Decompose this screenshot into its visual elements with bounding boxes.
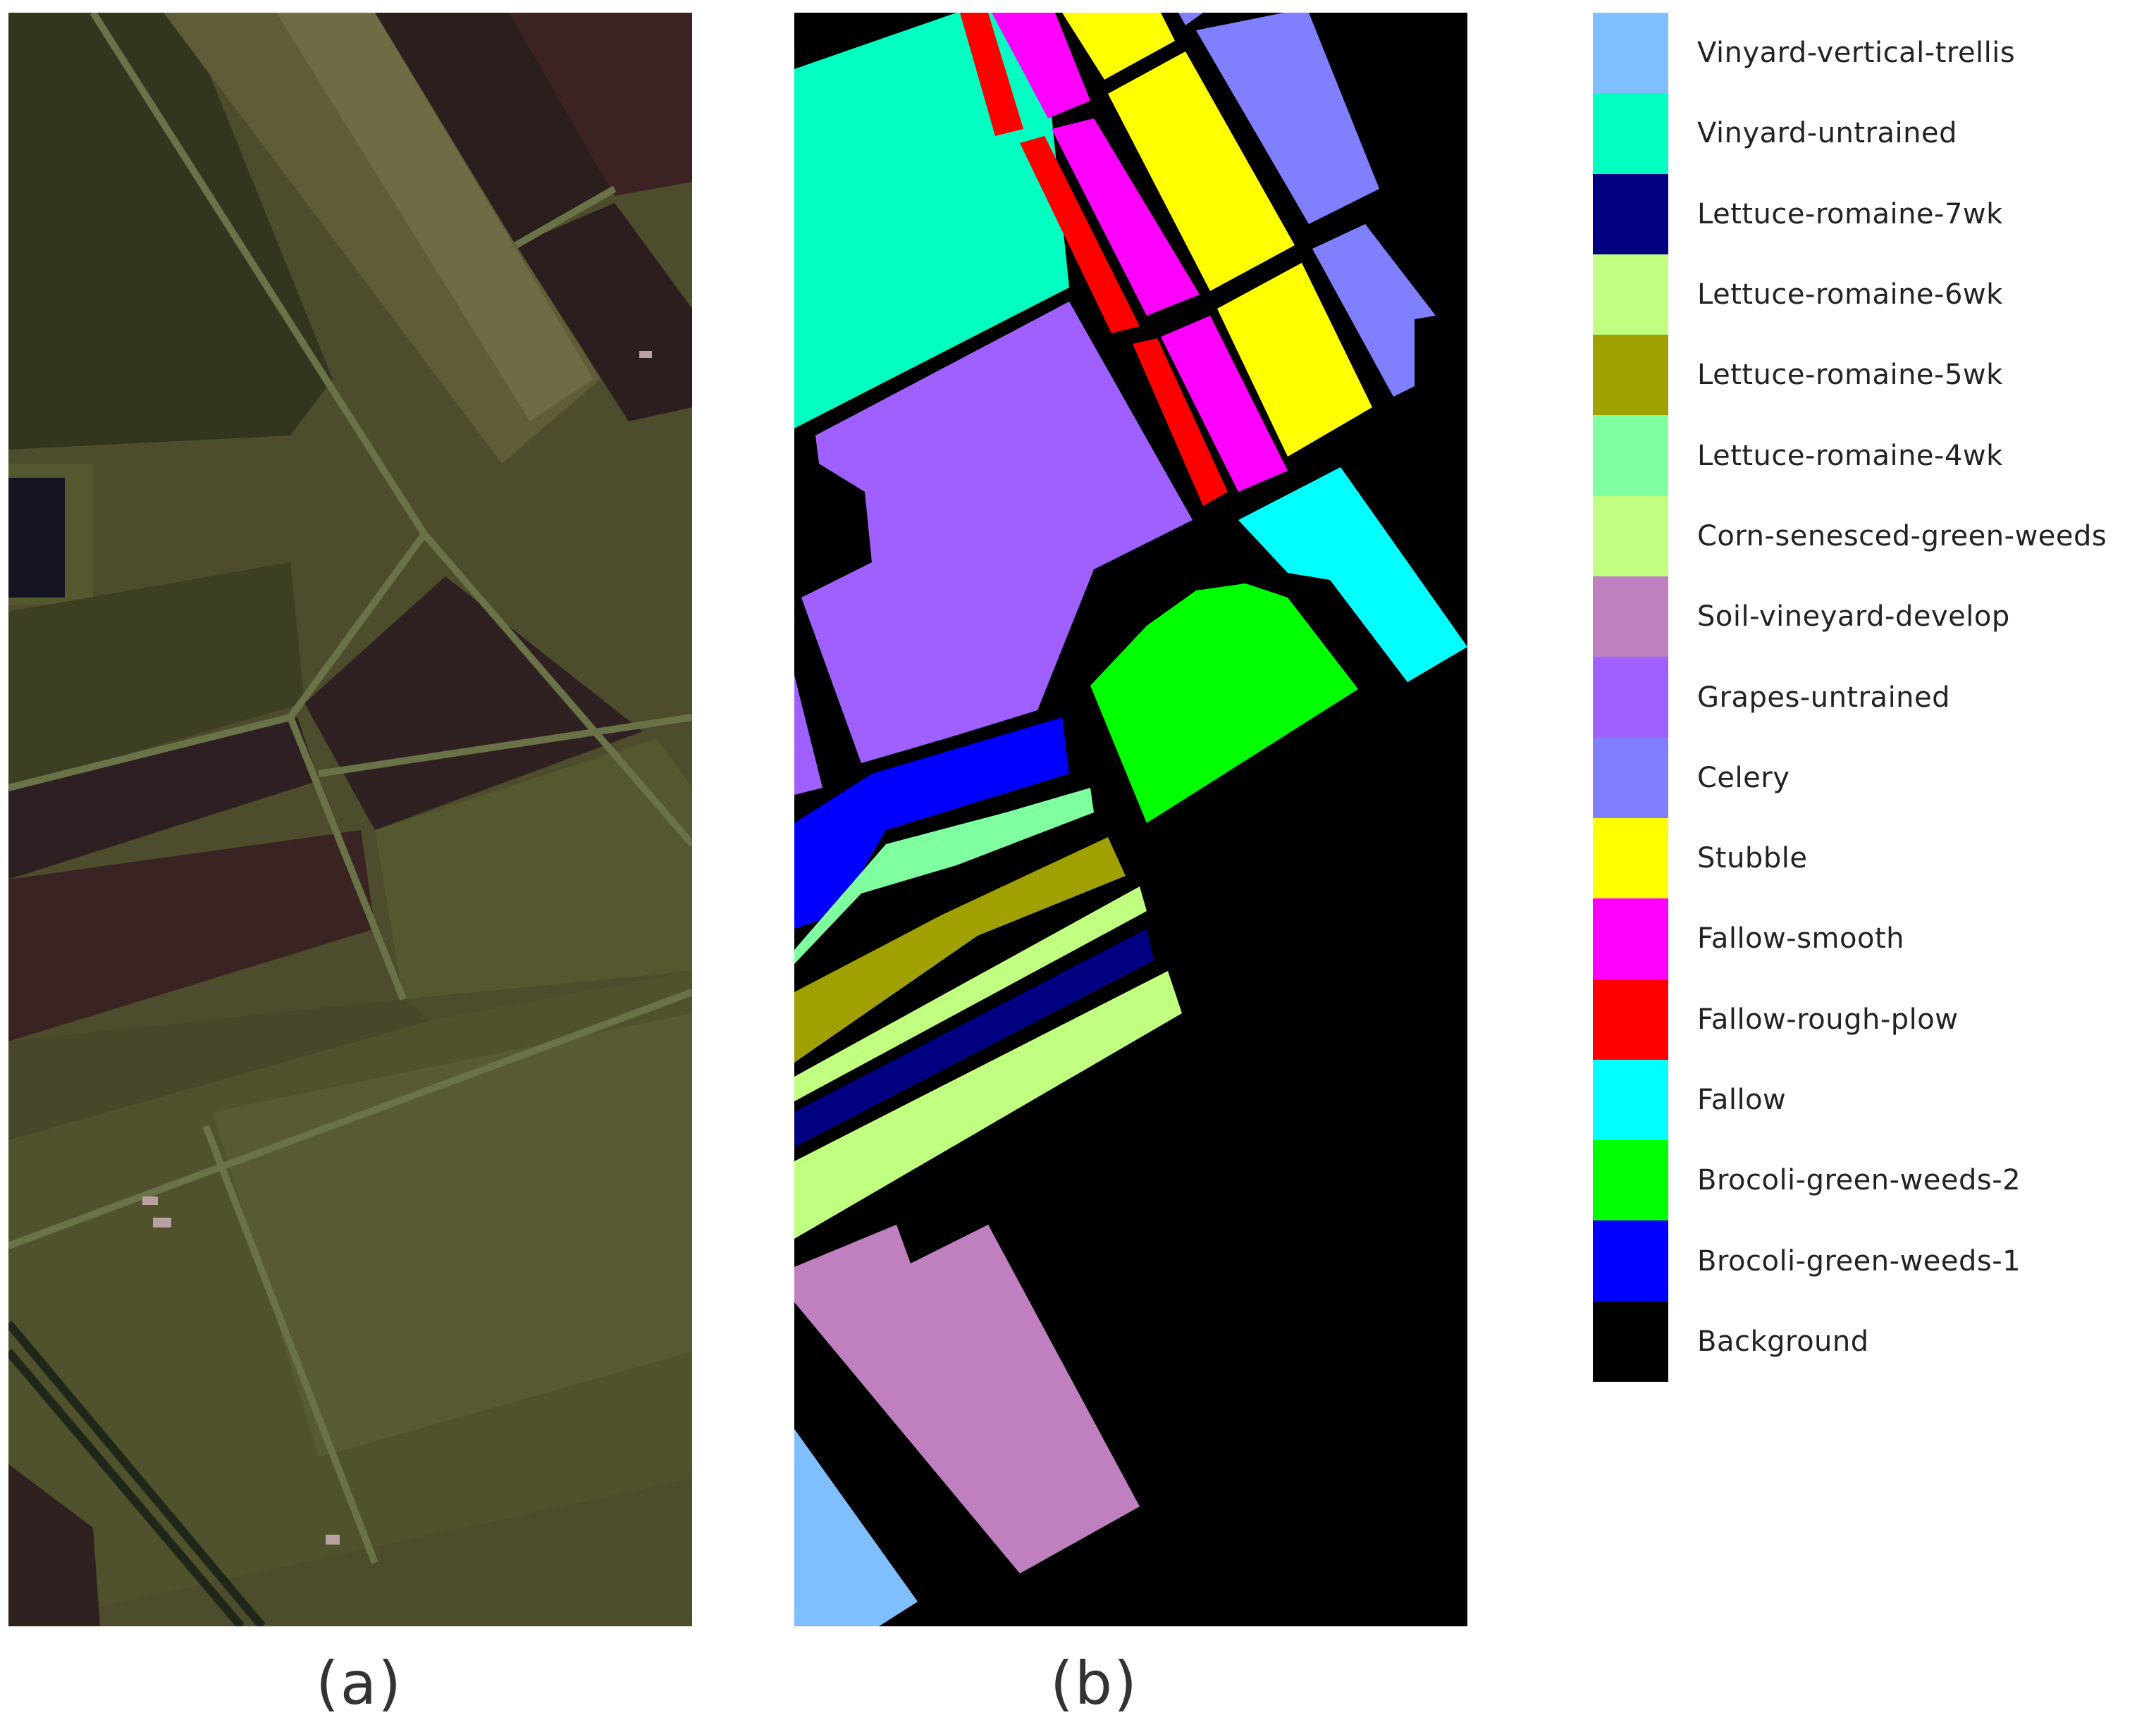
- legend-label: Fallow: [1697, 1084, 1787, 1116]
- legend-label: Lettuce-romaine-7wk: [1697, 197, 2003, 230]
- class-region-stubble: [1217, 263, 1372, 457]
- legend-label: Soil-vineyard-develop: [1697, 600, 2010, 633]
- ground-truth-map-panel: [794, 13, 1467, 1626]
- legend-label: Vinyard-untrained: [1697, 117, 1958, 150]
- aerial-roads: [8, 13, 692, 1564]
- class-region-lettuce-romaine-7wk: [794, 929, 1154, 1147]
- legend-label: Corn-senesced-green-weeds: [1697, 519, 2107, 552]
- aerial-field: [304, 576, 643, 830]
- aerial-field: [8, 717, 319, 879]
- legend-swatch: [1593, 817, 1668, 899]
- legend-swatch: [1593, 657, 1668, 738]
- class-region-fallow-rough-plow: [960, 13, 1023, 136]
- legend-swatch: [1593, 898, 1668, 979]
- legend-swatch: [1593, 1220, 1668, 1301]
- legend-label: Brocoli-green-weeds-2: [1697, 1164, 2021, 1197]
- aerial-field: [509, 13, 692, 196]
- legend-label: Stubble: [1697, 842, 1808, 875]
- legend-label: Celery: [1697, 761, 1790, 794]
- class-region-fallow-rough-plow: [1020, 136, 1140, 333]
- aerial-canal: [8, 1320, 266, 1626]
- legend-label: Brocoli-green-weeds-1: [1697, 1244, 2021, 1278]
- class-region-celery: [1178, 13, 1203, 25]
- legend-swatch: [1593, 1140, 1668, 1221]
- class-region-fallow-smooth: [992, 13, 1090, 118]
- aerial-field: [8, 830, 375, 1041]
- class-region-celery: [1196, 13, 1379, 224]
- legend-swatch: [1593, 1301, 1668, 1382]
- legend-swatch: [1593, 1059, 1668, 1141]
- class-region-grapes-untrained: [801, 302, 1193, 763]
- aerial-field: [276, 13, 593, 421]
- aerial-field: [375, 13, 622, 245]
- class-region-fallow: [1238, 467, 1467, 682]
- class-region-lettuce-romaine-4wk: [794, 788, 1094, 964]
- class-region-celery: [1312, 224, 1436, 397]
- legend-swatch: [1593, 495, 1668, 577]
- aerial-image: [8, 13, 692, 1626]
- class-region-fallow-rough-plow: [1133, 338, 1228, 506]
- panel-b-label: (b): [1050, 1649, 1138, 1718]
- class-region-brocoli-green-weeds-2: [1090, 583, 1358, 823]
- class-region-lettuce-romaine-5wk: [794, 837, 1126, 1063]
- aerial-field: [8, 13, 333, 450]
- class-region-stubble: [1108, 51, 1295, 291]
- class-region-lettuce-romaine-6wk: [794, 886, 1147, 1101]
- legend-swatch: [1593, 93, 1668, 174]
- class-region-fallow-smooth: [1161, 316, 1288, 492]
- aerial-field: [375, 738, 692, 999]
- aerial-field: [8, 999, 431, 1140]
- aerial-field: [8, 562, 304, 788]
- aerial-field: [516, 203, 692, 421]
- aerial-buildings: [142, 351, 652, 1545]
- class-region-corn-senesced-green-weeds: [794, 971, 1182, 1239]
- legend-label: Lettuce-romaine-4wk: [1697, 439, 2003, 472]
- legend-label: Lettuce-romaine-5wk: [1697, 359, 2003, 392]
- legend-label: Fallow-smooth: [1697, 922, 1904, 955]
- legend-label: Fallow-rough-plow: [1697, 1003, 1959, 1036]
- legend-swatch: [1593, 979, 1668, 1060]
- legend-swatch: [1593, 173, 1668, 254]
- legend-swatch: [1593, 335, 1668, 416]
- aerial-image-panel: [8, 13, 692, 1626]
- legend-swatch: [1593, 576, 1668, 657]
- ground-truth-map: [794, 13, 1467, 1626]
- legend-label: Lettuce-romaine-6wk: [1697, 278, 2003, 311]
- class-region-stubble: [1062, 13, 1175, 80]
- class-region-grapes-untrained: [794, 675, 823, 795]
- aerial-field: [8, 1464, 100, 1626]
- panel-a-label: (a): [316, 1649, 403, 1718]
- legend-swatch: [1593, 415, 1668, 496]
- legend-swatch: [1593, 13, 1668, 94]
- class-region-vinyard-vertical-trellis: [794, 1429, 918, 1626]
- legend-label: Vinyard-vertical-trellis: [1697, 37, 2016, 70]
- class-region-fallow-smooth: [1052, 118, 1200, 316]
- aerial-pond: [8, 478, 65, 598]
- class-region-brocoli-green-weeds-1: [794, 717, 1069, 929]
- legend-label: Background: [1697, 1325, 1869, 1358]
- legend-label: Grapes-untrained: [1697, 681, 1951, 714]
- class-region-soil-vineyard-develop: [794, 1225, 1140, 1573]
- legend-swatch: [1593, 254, 1668, 335]
- legend-swatch: [1593, 737, 1668, 818]
